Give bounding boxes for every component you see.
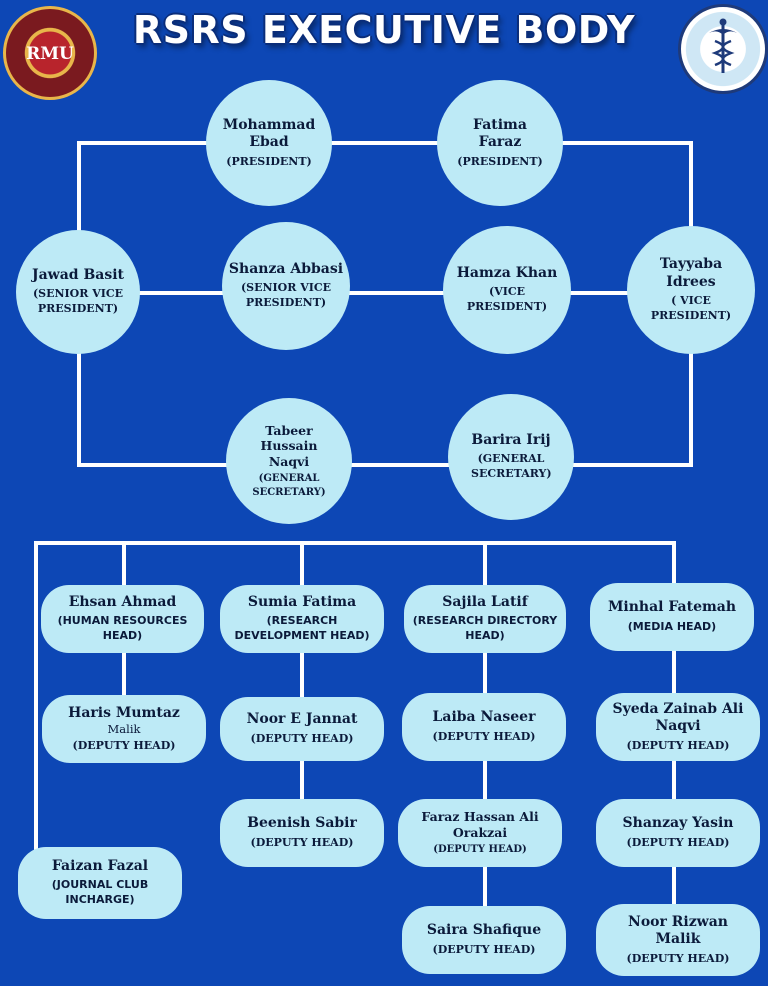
member-name: Haris Mumtaz <box>68 704 180 721</box>
member-sajila-latif: Sajila Latif (RESEARCH DIRECTORY HEAD) <box>404 585 566 653</box>
member-hamza-khan: Hamza Khan (VICE PRESIDENT) <box>443 226 571 354</box>
member-name: Laiba Naseer <box>432 709 536 726</box>
member-role: (DEPUTY HEAD) <box>626 835 730 849</box>
member-name: Saira Shafique <box>426 922 542 939</box>
member-role: (MEDIA HEAD) <box>627 619 717 633</box>
member-role: (GENERAL SECRETARY) <box>252 473 326 498</box>
member-barira-irij: Barira Irij (GENERAL SECRETARY) <box>448 394 574 520</box>
member-name: Shanzay Yasin <box>622 815 734 832</box>
member-name: Barira Irij <box>471 431 551 448</box>
member-shanzay-yasin: Shanzay Yasin (DEPUTY HEAD) <box>596 799 760 867</box>
member-role: (DEPUTY HEAD) <box>432 942 536 956</box>
member-role: (JOURNAL CLUB INCHARGE) <box>51 878 149 907</box>
member-role: (DEPUTY HEAD) <box>626 738 730 752</box>
rmu-crest-icon: RMU <box>3 6 97 100</box>
rmu-crest-svg: RMU <box>26 44 74 64</box>
member-name: Sajila Latif <box>442 593 528 610</box>
member-saira-shafique: Saira Shafique (DEPUTY HEAD) <box>402 906 566 974</box>
member-role: (RESEARCH DEVELOPMENT HEAD) <box>234 614 370 643</box>
member-role: (DEPUTY HEAD) <box>432 729 536 743</box>
member-name: Tayyaba Idrees <box>659 256 723 290</box>
member-sumia-fatima: Sumia Fatima (RESEARCH DEVELOPMENT HEAD) <box>220 585 384 653</box>
member-name: Fatima Faraz <box>473 116 527 151</box>
member-shanza-abbasi: Shanza Abbasi (SENIOR VICE PRESIDENT) <box>222 222 350 350</box>
member-fatima-faraz: Fatima Faraz (PRESIDENT) <box>437 80 563 206</box>
connector-line <box>34 541 676 545</box>
member-ehsan-ahmad: Ehsan Ahmad (HUMAN RESOURCES HEAD) <box>41 585 204 653</box>
caduceus-svg <box>709 18 737 73</box>
member-syeda-zainab: Syeda Zainab Ali Naqvi (DEPUTY HEAD) <box>596 693 760 761</box>
member-role: (HUMAN RESOURCES HEAD) <box>57 614 188 643</box>
member-noor-e-jannat: Noor E Jannat (DEPUTY HEAD) <box>220 697 384 761</box>
member-name: Shanza Abbasi <box>228 260 344 277</box>
member-beenish-sabir: Beenish Sabir (DEPUTY HEAD) <box>220 799 384 867</box>
member-name: Sumia Fatima <box>247 593 357 610</box>
member-role: (PRESIDENT) <box>457 154 543 168</box>
member-name: Hamza Khan <box>456 264 558 281</box>
member-role: (VICE PRESIDENT) <box>466 285 548 314</box>
member-role: (DEPUTY HEAD) <box>626 951 730 965</box>
connector-line <box>77 141 693 145</box>
member-role: (SENIOR VICE PRESIDENT) <box>240 281 332 310</box>
member-role: ( VICE PRESIDENT) <box>650 294 732 322</box>
member-name: Minhal Fatemah <box>607 599 737 616</box>
member-name: Ehsan Ahmad <box>68 593 177 610</box>
member-name: Noor E Jannat <box>246 711 358 728</box>
member-haris-mumtaz: Haris Mumtaz Malik (DEPUTY HEAD) <box>42 695 206 763</box>
connector-line <box>34 541 38 851</box>
connector-line <box>77 291 693 295</box>
member-role: (DEPUTY HEAD) <box>250 731 354 745</box>
member-role: (SENIOR VICE PRESIDENT) <box>32 287 124 316</box>
member-name: Tabeer Hussain Naqvi <box>260 422 318 469</box>
member-faraz-orakzai: Faraz Hassan Ali Orakzai (DEPUTY HEAD) <box>398 799 562 867</box>
member-minhal-fatemah: Minhal Fatemah (MEDIA HEAD) <box>590 583 754 651</box>
member-name-line-2: Malik <box>107 722 141 737</box>
connector-line <box>300 541 304 811</box>
member-noor-rizwan-malik: Noor Rizwan Malik (DEPUTY HEAD) <box>596 904 760 976</box>
rmu-monogram: RMU <box>26 44 74 64</box>
member-name: Beenish Sabir <box>247 815 357 832</box>
connector-line <box>77 463 693 467</box>
page-title: RSRS EXECUTIVE BODY <box>132 8 636 52</box>
member-laiba-naseer: Laiba Naseer (DEPUTY HEAD) <box>402 693 566 761</box>
member-role: (DEPUTY HEAD) <box>433 844 527 856</box>
member-role: (PRESIDENT) <box>226 154 312 168</box>
member-faizan-fazal: Faizan Fazal (JOURNAL CLUB INCHARGE) <box>18 847 182 919</box>
member-name: Syeda Zainab Ali Naqvi <box>612 700 744 735</box>
member-jawad-basit: Jawad Basit (SENIOR VICE PRESIDENT) <box>16 230 140 354</box>
member-tabeer-hussain-naqvi: Tabeer Hussain Naqvi (GENERAL SECRETARY) <box>226 398 352 524</box>
member-name: Jawad Basit <box>31 266 125 283</box>
member-tayyaba-idrees: Tayyaba Idrees ( VICE PRESIDENT) <box>627 226 755 354</box>
member-role: (RESEARCH DIRECTORY HEAD) <box>412 614 558 643</box>
member-role: (GENERAL SECRETARY) <box>471 452 552 481</box>
member-role: (DEPUTY HEAD) <box>72 738 176 752</box>
member-role: (DEPUTY HEAD) <box>250 835 354 849</box>
member-name: Noor Rizwan Malik <box>628 913 728 948</box>
caduceus-seal-icon <box>678 4 768 94</box>
member-name: Faizan Fazal <box>51 857 149 874</box>
member-name: Mohammad Ebad <box>222 116 316 151</box>
member-mohammad-ebad: Mohammad Ebad (PRESIDENT) <box>206 80 332 206</box>
member-name: Faraz Hassan Ali Orakzai <box>421 809 539 840</box>
